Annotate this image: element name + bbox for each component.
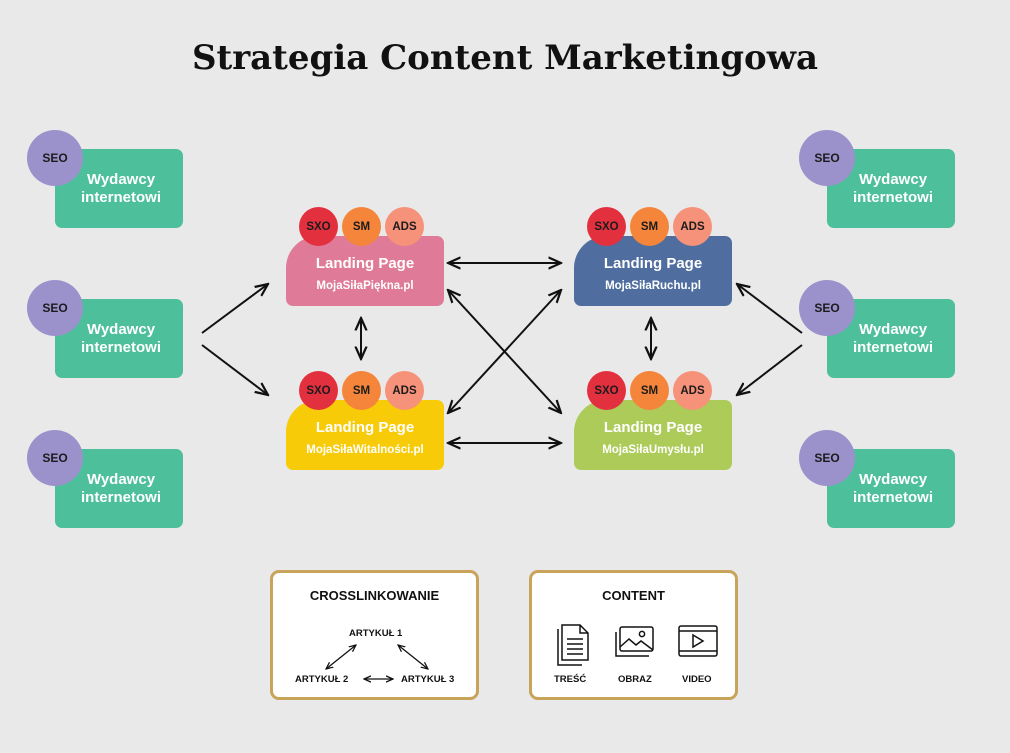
article-2-label: ARTYKUŁ 2	[295, 674, 349, 685]
document-icon	[557, 624, 589, 666]
arrow-left-to-piekna	[201, 284, 268, 334]
publisher-label: Wydawcy internetowi	[852, 170, 933, 206]
landing-page-domain: MojaSiłaUmysłu.pl	[602, 444, 704, 456]
publisher-label: Wydawcy internetowi	[80, 320, 161, 356]
content-box: CONTENT TREŚĆ OBRAZ VIDEO	[529, 570, 738, 700]
content-icons	[557, 624, 718, 666]
landing-page-heading: Landing Page	[603, 419, 703, 436]
landing-page-heading: Landing Page	[315, 419, 415, 436]
ads-badge: ADS	[673, 371, 712, 410]
seo-badge-right-3: SEO	[799, 430, 855, 486]
ads-badge: ADS	[673, 207, 712, 246]
publisher-label: Wydawcy internetowi	[852, 470, 933, 506]
sm-badge: SM	[342, 207, 381, 246]
content-text-label: TREŚĆ	[554, 674, 587, 685]
arrow-right-to-ruchu	[737, 284, 803, 334]
crosslinking-box: CROSSLINKOWANIE ARTYKUŁ 1 ARTYKUŁ 2 ARTY…	[270, 570, 479, 700]
sm-badge: SM	[630, 371, 669, 410]
landing-page-domain: MojaSiłaWitalności.pl	[306, 444, 424, 456]
ads-badge: ADS	[385, 207, 424, 246]
content-video-label: VIDEO	[682, 674, 712, 685]
crosslinking-title: CROSSLINKOWANIE	[309, 588, 440, 603]
sxo-badge: SXO	[299, 207, 338, 246]
publisher-label: Wydawcy internetowi	[80, 170, 161, 206]
channel-badges: SXO SM ADS	[587, 207, 712, 246]
image-icon	[615, 626, 654, 657]
sxo-badge: SXO	[587, 371, 626, 410]
channel-badges: SXO SM ADS	[587, 371, 712, 410]
video-icon	[678, 625, 718, 657]
article-3-label: ARTYKUŁ 3	[401, 674, 455, 685]
landing-page-domain: MojaSiłaRuchu.pl	[605, 280, 701, 292]
landing-page-heading: Landing Page	[603, 255, 703, 272]
landing-page-domain: MojaSiłaPiękna.pl	[316, 280, 414, 292]
arrow-left-to-witalnosci	[201, 344, 268, 395]
crosslinking-arrows	[273, 573, 482, 703]
arrow-right-to-umyslu	[737, 344, 803, 395]
seo-badge-left-3: SEO	[27, 430, 83, 486]
article-1-label: ARTYKUŁ 1	[349, 628, 403, 639]
sxo-badge: SXO	[587, 207, 626, 246]
landing-page-witalnosci: Landing Page MojaSiłaWitalności.pl	[286, 400, 444, 470]
content-title: CONTENT	[602, 588, 665, 603]
seo-badge-left-1: SEO	[27, 130, 83, 186]
landing-page-heading: Landing Page	[315, 255, 415, 272]
landing-page-umyslu: Landing Page MojaSiłaUmysłu.pl	[574, 400, 732, 470]
publisher-label: Wydawcy internetowi	[852, 320, 933, 356]
landing-page-ruchu: Landing Page MojaSiłaRuchu.pl	[574, 236, 732, 306]
channel-badges: SXO SM ADS	[299, 207, 424, 246]
content-image-label: OBRAZ	[618, 674, 652, 685]
sm-badge: SM	[342, 371, 381, 410]
page-title: Strategia Content Marketingowa	[191, 38, 818, 78]
publisher-card-right-1: Wydawcy internetowi	[827, 149, 955, 228]
sm-badge: SM	[630, 207, 669, 246]
sxo-badge: SXO	[299, 371, 338, 410]
arrow-witalnosci-ruchu	[448, 290, 561, 413]
channel-badges: SXO SM ADS	[299, 371, 424, 410]
ads-badge: ADS	[385, 371, 424, 410]
seo-badge-right-2: SEO	[799, 280, 855, 336]
seo-badge-left-2: SEO	[27, 280, 83, 336]
seo-badge-right-1: SEO	[799, 130, 855, 186]
publisher-label: Wydawcy internetowi	[80, 470, 161, 506]
landing-page-piekna: Landing Page MojaSiłaPiękna.pl	[286, 236, 444, 306]
publisher-card-left-2: Wydawcy internetowi	[55, 299, 183, 378]
